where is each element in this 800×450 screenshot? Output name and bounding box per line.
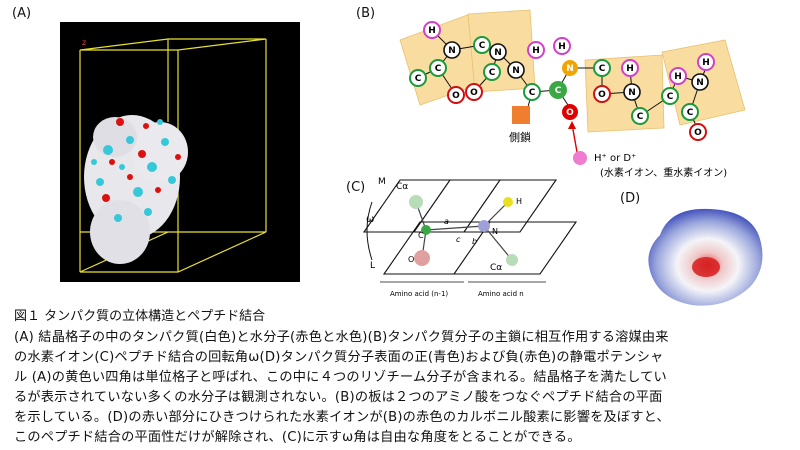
calpha-bottom-label: Cα (490, 263, 502, 273)
atom-n-4: N (628, 88, 636, 98)
atom-o-4: O (694, 128, 702, 138)
calpha-top-label: Cα (396, 182, 408, 192)
caption-line-4: るが表示されていない多くの水分子は観測されない。(B)の板は２つのアミノ酸をつな… (14, 390, 663, 405)
atom-h-6: H (702, 58, 710, 68)
vector-b-label: b (472, 237, 477, 246)
atom-c-5: C (529, 88, 536, 98)
c-alpha-atom-top (409, 195, 423, 209)
atom-o-label: O (408, 255, 414, 264)
side-chain-label: 側鎖 (509, 130, 531, 144)
panel-label-c: (C) (346, 180, 366, 195)
omega-label: ω (366, 214, 374, 225)
atom-o-1: O (452, 91, 460, 101)
caption-line-1: (A) 結晶格子の中のタンパク質(白色)と水分子(赤色と水色)(B)タンパク質分… (14, 330, 669, 345)
vector-c-label: c (456, 235, 461, 244)
protein-molecule (84, 115, 188, 264)
figure-caption-title: 図１ タンパク質の立体構造とペプチド結合 (14, 309, 266, 324)
amino-acid-n-label: Amino acid n (478, 290, 524, 298)
axis-label-z: z (82, 38, 86, 47)
atom-c-8: C (667, 92, 674, 102)
atom-n-3: N (512, 66, 520, 76)
atom-calpha: C (555, 86, 562, 96)
atom-n-1: N (448, 46, 456, 56)
panel-label-d: (D) (620, 191, 641, 206)
panel-c-diagram: M L ω Cα Cα C N O H a c b Amino acid (n-… (362, 177, 578, 298)
atom-c-6: C (599, 64, 606, 74)
caption-line-3: ル (A)の黄色い四角は単位格子と呼ばれ、この中に４つのリゾチーム分子が含まれる… (14, 370, 667, 385)
atom-h-4: H (626, 64, 634, 74)
atom-n-label: N (492, 227, 498, 236)
atom-c-2: C (415, 74, 422, 84)
panel-label-b: (B) (356, 6, 376, 21)
panel-label-a: (A) (12, 6, 32, 21)
ion-label-jp: (水素イオン、重水素イオン) (600, 166, 727, 179)
o-atom (414, 250, 430, 266)
atom-o-3: O (598, 90, 606, 100)
caption-line-2: の水素イオン(C)ペプチド結合の回転角ω(D)タンパク質分子表面の正(青色)およ… (14, 350, 664, 365)
atom-c-1: C (435, 64, 442, 74)
vector-a-label: a (444, 217, 449, 226)
panel-d-image (648, 208, 763, 306)
atom-n-highlight: N (566, 64, 574, 74)
atom-h-5: H (674, 72, 682, 82)
caption-line-6: このペプチド結合の平面性だけが解除され、(C)に示すω角は自由な角度をとることが… (14, 430, 581, 445)
atom-c-3: C (479, 41, 486, 51)
side-chain-box (512, 106, 530, 124)
atom-n-2: N (494, 48, 502, 58)
plane-m-label: M (378, 177, 386, 187)
amino-acid-n1-label: Amino acid (n-1) (390, 290, 448, 298)
atom-c-7: C (637, 112, 644, 122)
atom-h-3: H (558, 42, 566, 52)
c-alpha-atom-bottom (506, 254, 518, 266)
h-atom (503, 197, 513, 207)
atom-h-label: H (516, 197, 522, 206)
ion-label: H⁺ or D⁺ (594, 153, 636, 164)
c-atom (421, 225, 431, 235)
atom-o-highlight: O (566, 108, 574, 118)
panel-b-diagram: 側鎖 H N C C O C N C O N C H C N O H C (399, 9, 746, 179)
atom-c-4: C (489, 68, 496, 78)
caption-line-5: を示している。(D)の赤い部分にひきつけられた水素イオンが(B)の赤色のカルボニ… (14, 410, 670, 425)
atom-h-1: H (428, 26, 436, 36)
atom-h-2: H (532, 46, 540, 56)
panel-a-image: z (60, 22, 300, 282)
atom-c-label: C (418, 231, 424, 240)
atom-o-2: O (470, 88, 478, 98)
atom-n-5: N (696, 78, 704, 88)
atom-c-9: C (687, 108, 694, 118)
ion-circle (573, 151, 587, 165)
n-atom (478, 220, 490, 232)
plane-l-label: L (370, 261, 375, 271)
